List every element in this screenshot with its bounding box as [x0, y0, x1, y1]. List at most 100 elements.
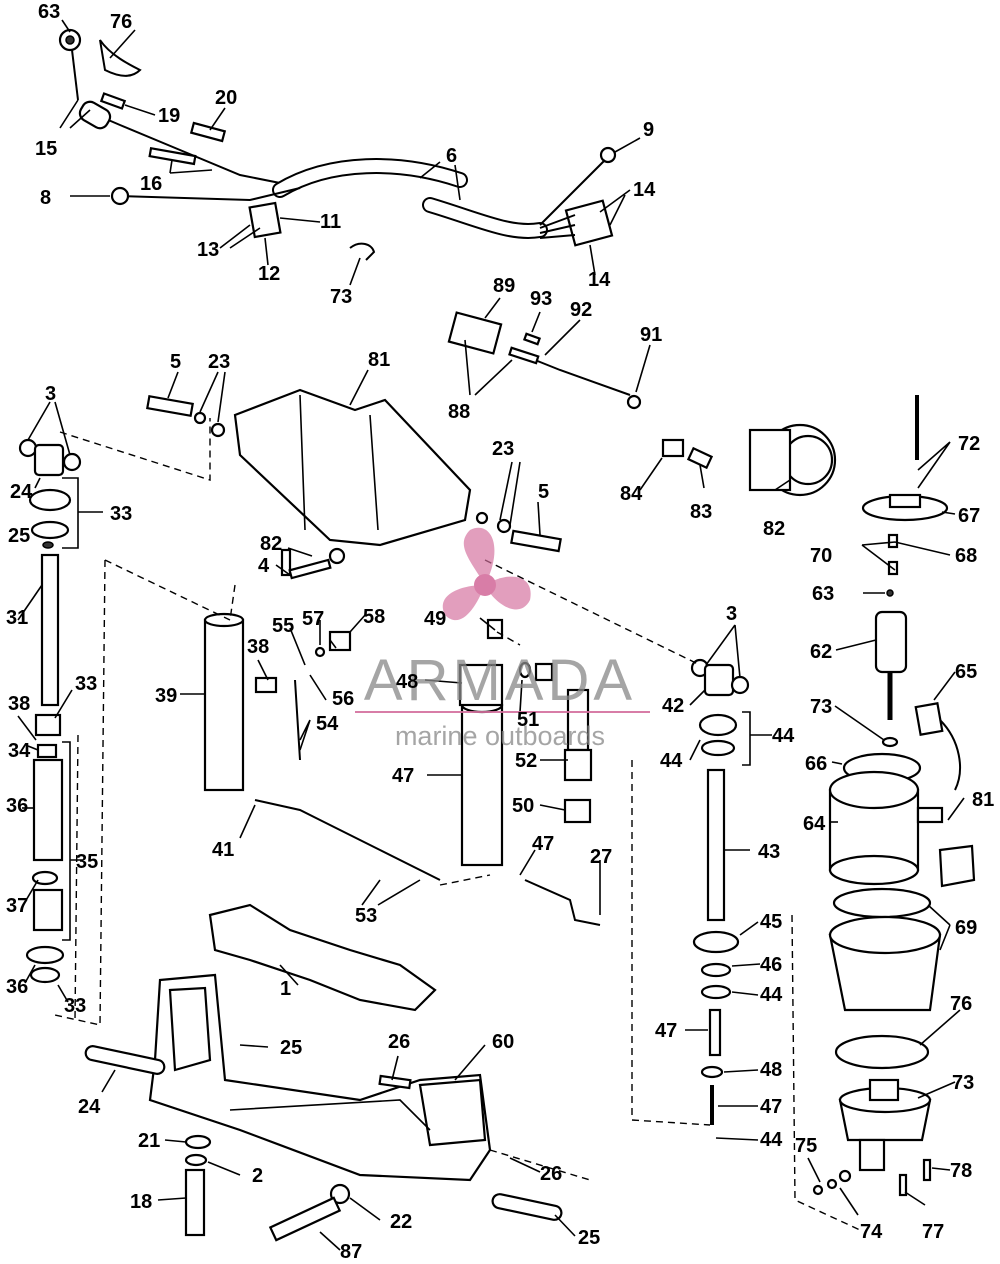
callout: 69	[955, 917, 977, 939]
callout: 43	[758, 841, 780, 863]
callout: 70	[810, 545, 832, 567]
callout: 73	[952, 1072, 974, 1094]
bracket-80	[233, 388, 472, 547]
callout: 62	[810, 641, 832, 663]
callout: 47	[532, 833, 554, 855]
callout: 33	[110, 503, 132, 525]
callout: 75	[795, 1135, 817, 1157]
tube-56	[254, 799, 441, 881]
wiring-harness	[58, 28, 617, 261]
callout: 72	[958, 433, 980, 455]
callout: 63	[38, 1, 60, 23]
callout: 74	[860, 1221, 883, 1243]
callout: 50	[512, 795, 534, 817]
label-82	[938, 844, 976, 888]
callout: 66	[805, 753, 827, 775]
seal-51	[458, 663, 504, 707]
screw-4	[280, 548, 292, 577]
callout: 55	[272, 615, 294, 637]
tube-27	[524, 879, 601, 926]
armature-63	[874, 610, 908, 674]
callout: 73	[810, 696, 832, 718]
assembly-lines	[54, 418, 861, 1231]
callout: 39	[155, 685, 177, 707]
callout: 82	[763, 518, 785, 540]
callout: 81	[972, 789, 994, 811]
callout: 65	[955, 661, 977, 683]
sleeve-92	[508, 346, 540, 365]
seal-36	[25, 945, 65, 965]
seal-32	[36, 743, 58, 759]
callout: 36	[6, 976, 28, 998]
seal-30	[28, 488, 72, 512]
fitting-53	[563, 798, 592, 824]
callout: 2	[252, 1165, 263, 1187]
callout: 9	[643, 119, 654, 141]
boot-16	[78, 100, 112, 130]
callout: 48	[396, 671, 418, 693]
bolt-20	[184, 1168, 206, 1237]
callout: 91	[640, 324, 662, 346]
pin-24-right	[491, 1193, 563, 1221]
callout: 54	[316, 713, 339, 735]
callout: 3	[45, 383, 56, 405]
connector-66	[914, 702, 944, 736]
callout: 14	[633, 179, 656, 201]
washer-64	[886, 589, 894, 597]
callout: 11	[320, 211, 341, 233]
callout: 35	[76, 851, 98, 873]
callout: 36	[6, 795, 28, 817]
callout: 67	[958, 505, 980, 527]
pin-47	[708, 1008, 722, 1057]
callout: 6	[446, 145, 457, 167]
valve-38	[254, 676, 278, 694]
starter-motor	[812, 395, 976, 1197]
callout: 81	[368, 349, 390, 371]
callout: 44	[772, 725, 795, 747]
callout: 25	[280, 1037, 302, 1059]
trim-cylinder-right	[690, 658, 750, 1125]
callout: 23	[208, 351, 230, 373]
bolt-5-left	[146, 394, 194, 418]
sender-90	[447, 311, 503, 355]
callout: 49	[424, 608, 446, 630]
callout: 33	[75, 673, 97, 695]
callout: 57	[302, 608, 324, 630]
callout: 26	[388, 1031, 410, 1053]
callout: 64	[803, 813, 826, 835]
callout: 78	[950, 1160, 972, 1182]
callout: 58	[363, 606, 385, 628]
callout: 76	[950, 993, 972, 1015]
callout: 19	[158, 105, 180, 127]
callout: 45	[760, 911, 782, 933]
o-ring-37	[31, 870, 59, 886]
watermark-tagline: marine outboards	[395, 721, 605, 751]
callout: 25	[578, 1227, 600, 1249]
callout: 8	[40, 187, 51, 209]
callout: 21	[138, 1130, 160, 1152]
callout: 46	[760, 954, 782, 976]
bushing-28	[33, 443, 65, 477]
sleeve-19	[189, 121, 227, 143]
callout-labels: 63 76 20 19 15 16 8 6 9 14 11 13 12 14 7…	[6, 1, 994, 1263]
callout: 44	[660, 750, 683, 772]
callout: 5	[538, 481, 549, 503]
callout: 83	[690, 501, 712, 523]
callout: 89	[493, 275, 515, 297]
callout: 27	[590, 846, 612, 868]
screw-79	[922, 1158, 932, 1182]
callout: 41	[212, 839, 234, 861]
rod-42	[706, 768, 726, 922]
trim-cylinder-49	[458, 663, 504, 867]
callout: 25	[8, 525, 30, 547]
bolt-5-right	[510, 529, 562, 553]
callout: 22	[390, 1211, 412, 1233]
ring-terminal-8	[110, 186, 130, 206]
terminal-91	[626, 394, 642, 410]
brush-69	[887, 533, 899, 549]
callout: 33	[64, 995, 86, 1017]
callout: 38	[247, 636, 269, 658]
callout: 76	[110, 11, 132, 33]
callout: 18	[130, 1191, 152, 1213]
